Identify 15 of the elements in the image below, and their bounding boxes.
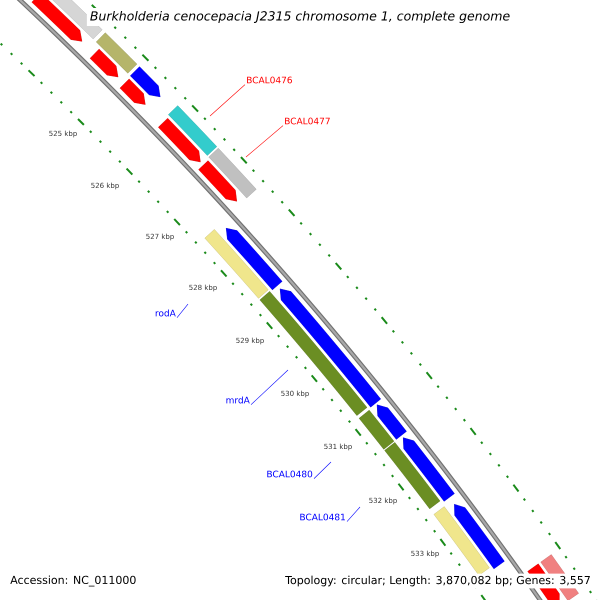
leader-line xyxy=(176,304,188,318)
accession-text: Accession: NC_011000 xyxy=(10,576,136,586)
summary-text: Topology: circular; Length: 3,870,082 bp; Genes: 3,557 xyxy=(283,574,593,588)
leader-line xyxy=(314,462,332,479)
gene-label: BCAL0481 xyxy=(300,514,345,520)
leader-line xyxy=(246,125,284,158)
leader-line xyxy=(346,506,360,522)
gene-label: BCAL0476 xyxy=(247,76,292,84)
gene-label: rodA xyxy=(156,310,176,316)
leader-line xyxy=(210,84,246,116)
leader-line xyxy=(250,370,288,405)
gene-label: BCAL0477 xyxy=(285,118,330,124)
title: Burkholderia cenocepacia J2315 chromosome 1, complete genome xyxy=(86,8,514,26)
gene-label: mrdA xyxy=(226,396,250,404)
gene-label: BCAL0480 xyxy=(267,470,312,478)
